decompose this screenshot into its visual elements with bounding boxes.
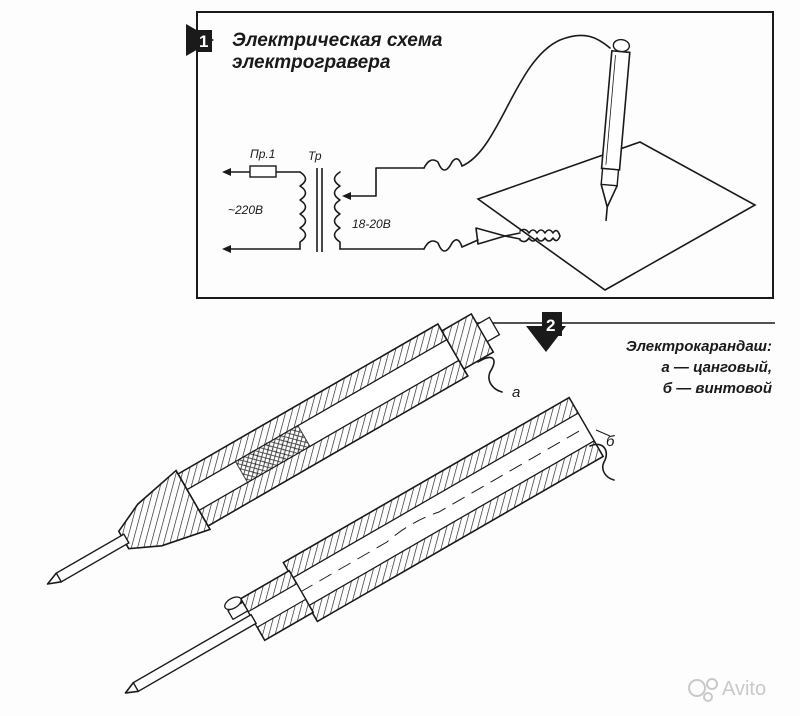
- engraver-pen-icon: [600, 38, 631, 222]
- section2-badge: 2: [526, 312, 566, 352]
- pencil-a-wire: [477, 356, 503, 393]
- pencil-b-screw: [124, 396, 605, 694]
- section1-number: 1: [199, 32, 208, 51]
- pencil-b-label: б: [606, 433, 615, 450]
- workpiece-plate: [476, 141, 757, 291]
- clamp-icon: [475, 227, 561, 245]
- section1-title-line2: электрогравера: [232, 52, 391, 73]
- transformer-symbol: [299, 168, 341, 252]
- output-voltage-label: 18-20В: [352, 217, 391, 231]
- schematic-frame: [196, 11, 774, 299]
- section2-number: 2: [546, 316, 555, 335]
- transformer-label: Тр: [308, 149, 322, 163]
- pencil-a-label: а: [512, 384, 520, 401]
- pencil-a-collet: [46, 312, 501, 585]
- section1-title-line1: Электрическая схема: [232, 30, 443, 51]
- pencil-b-wire: [589, 443, 615, 481]
- watermark-text: Avito: [722, 678, 766, 700]
- section2-item-b: б — винтовой: [663, 380, 772, 397]
- section2-title: Электрокарандаш:: [626, 338, 772, 355]
- fuse-label: Пр.1: [250, 147, 275, 161]
- section1-badge: 1: [186, 24, 214, 56]
- watermark: Avito: [688, 678, 766, 702]
- secondary-wiring: [339, 34, 611, 252]
- pencil-b-leader: [595, 429, 611, 437]
- section2-item-a: а — цанговый,: [661, 359, 772, 376]
- input-voltage-label: ~220В: [228, 203, 263, 217]
- fuse-symbol: [249, 165, 277, 178]
